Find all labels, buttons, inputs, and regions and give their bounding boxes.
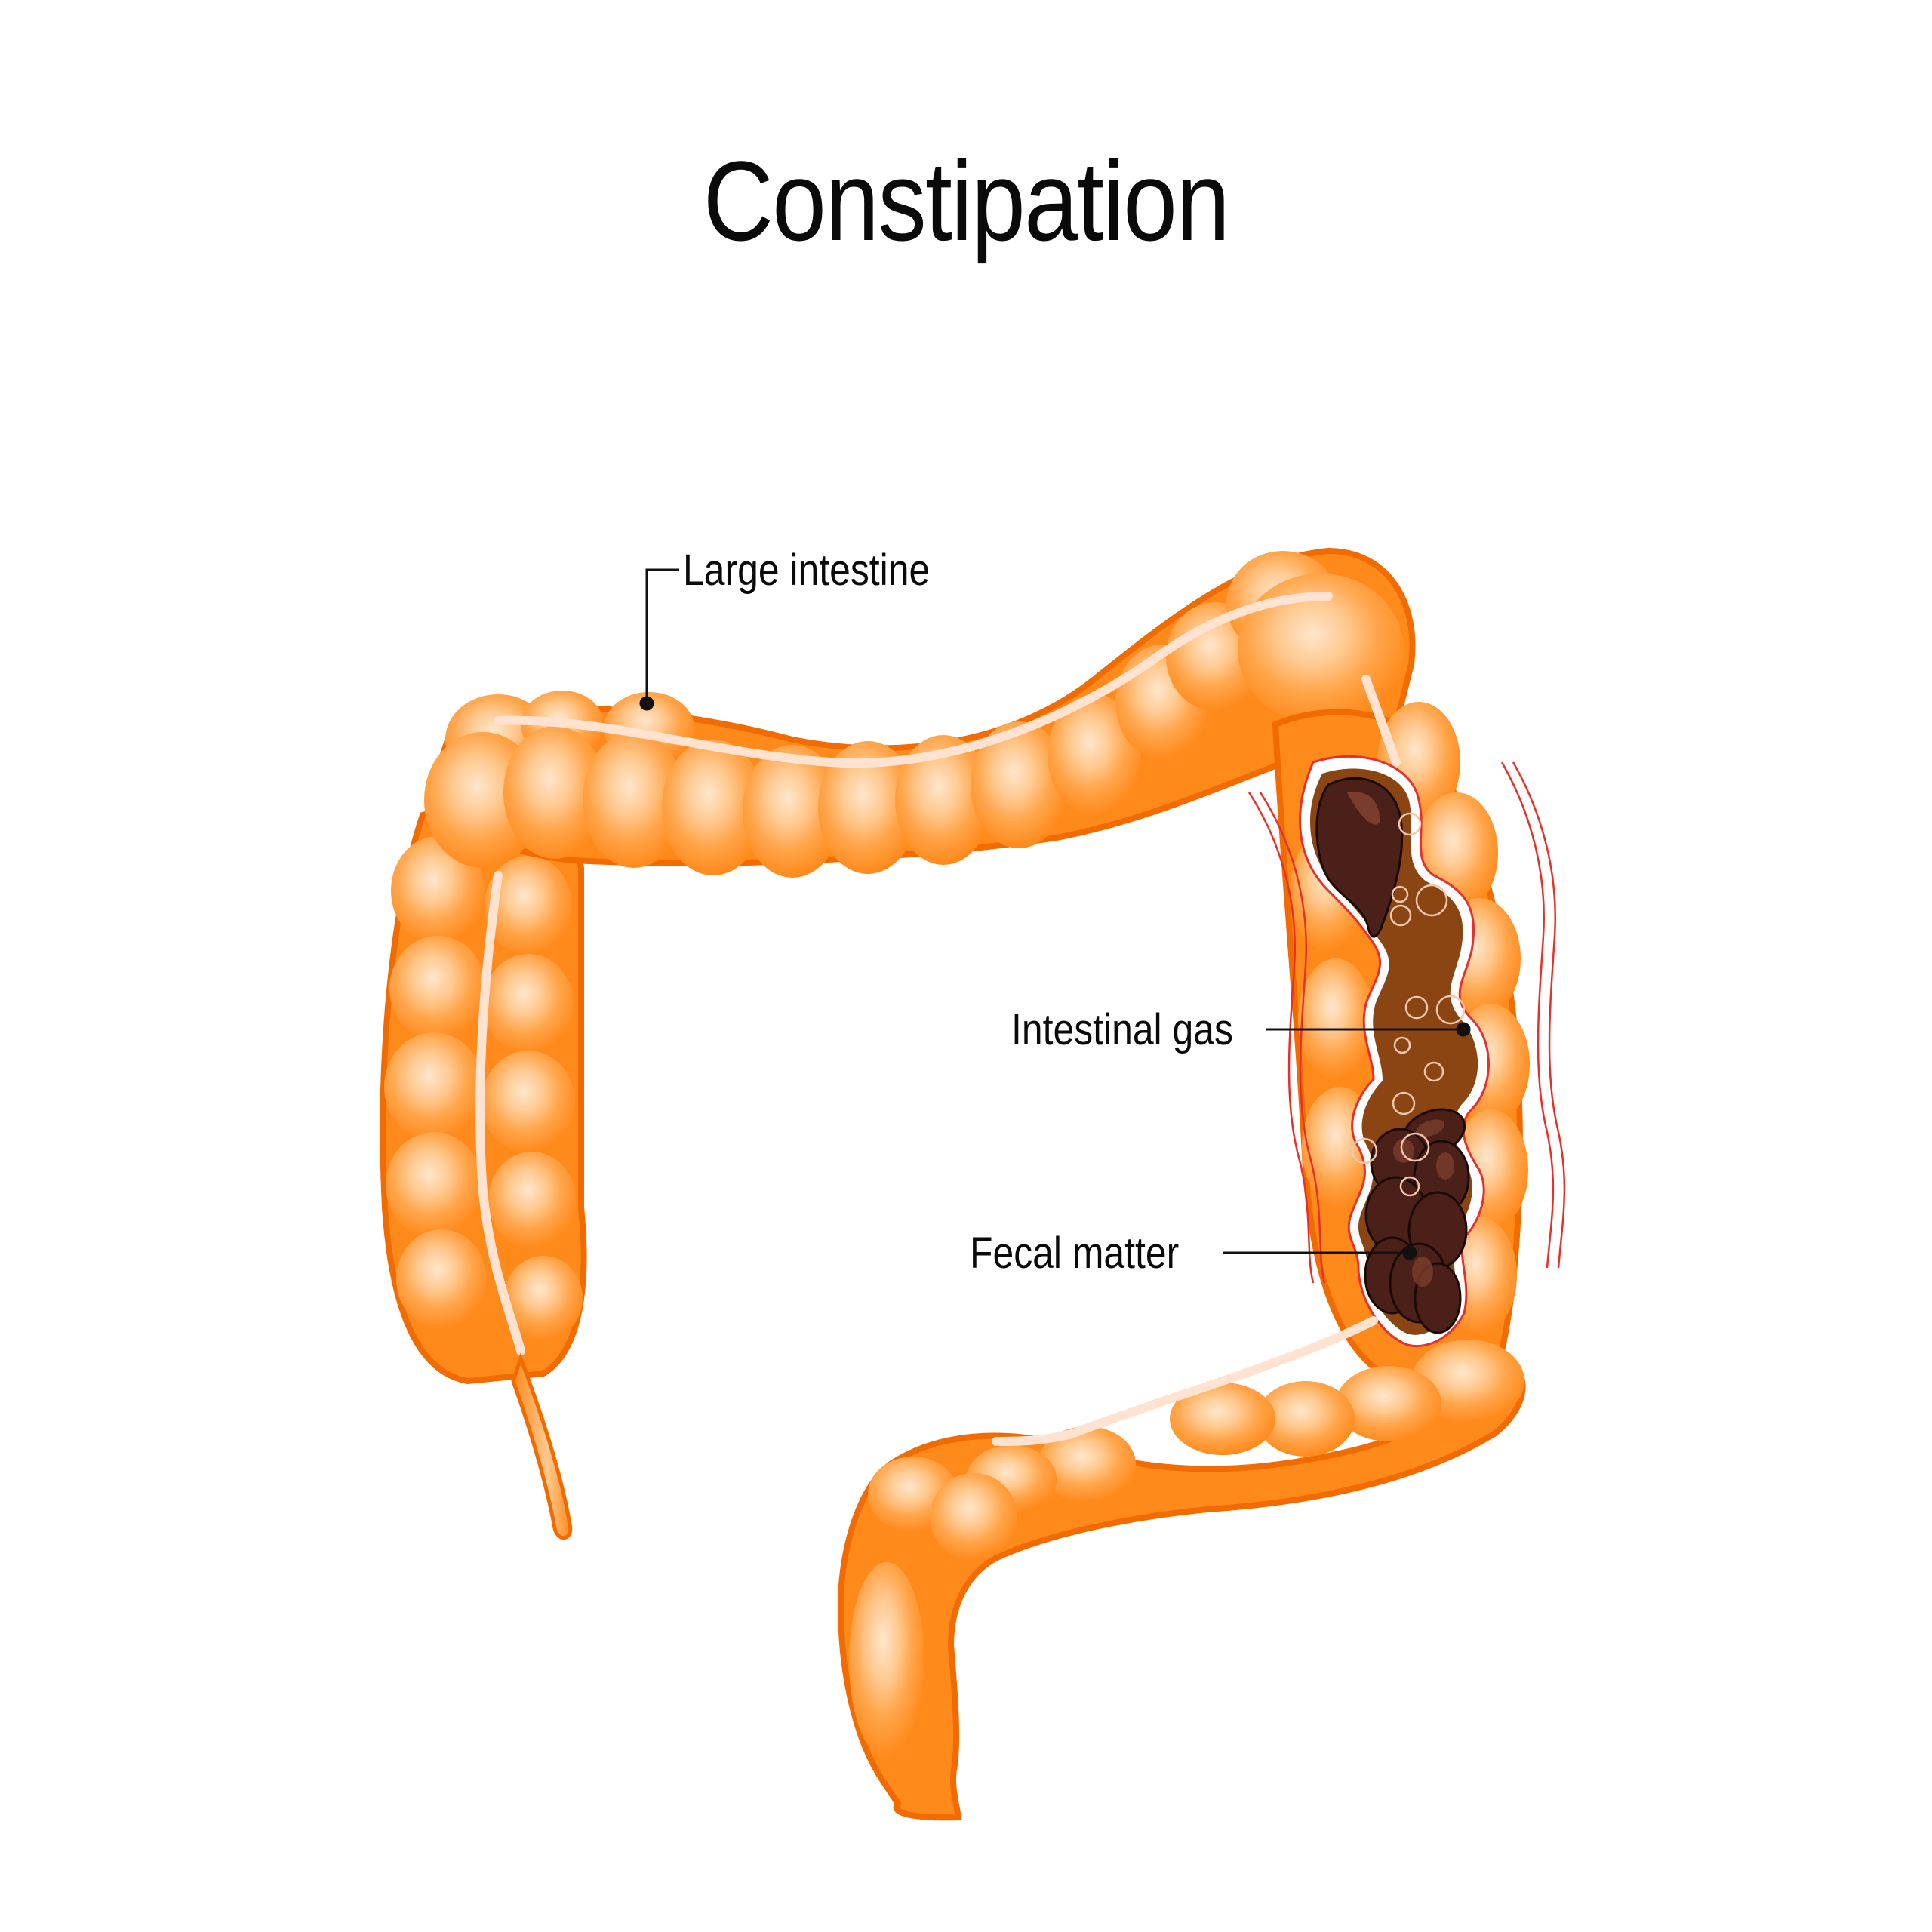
ascending-colon [380,796,587,1540]
fecal-matter [1364,1108,1470,1334]
leader-lines [639,568,1471,1260]
diagram-title: Constipation [703,137,1230,264]
intestinal-gas [1351,812,1466,1197]
label-intestinal-gas: Intestinal gas [1011,1005,1233,1054]
colon-cutaway [1299,755,1490,1348]
transverse-colon [424,547,1416,878]
label-fecal-matter: Fecal matter [970,1229,1180,1278]
sigmoid-colon-rectum [838,1316,1526,1821]
cramp-lines [1247,761,1566,1284]
label-large-intestine: Large intestine [683,546,931,595]
